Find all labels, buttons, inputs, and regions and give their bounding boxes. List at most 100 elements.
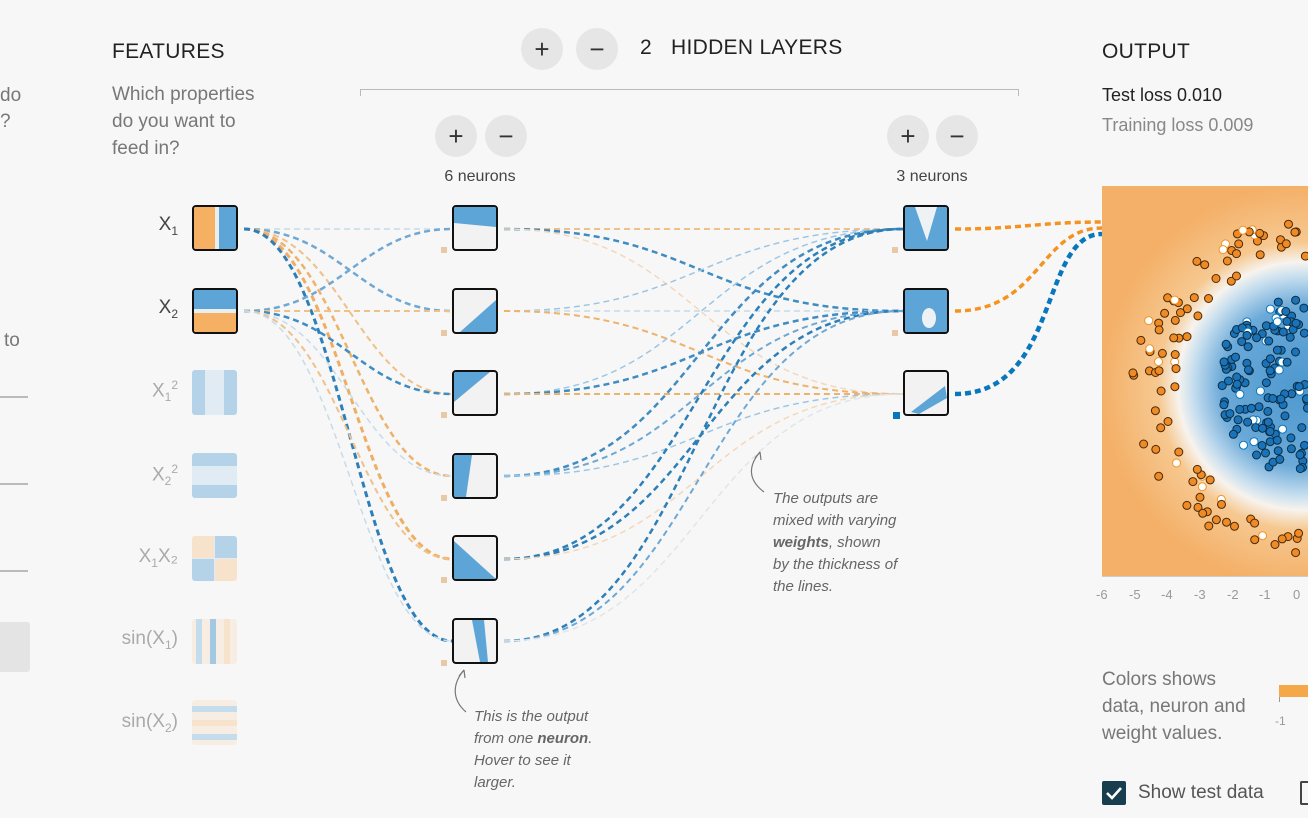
data-point xyxy=(1249,437,1259,447)
bias-l2-1[interactable] xyxy=(892,247,898,253)
neuron-l1-3[interactable] xyxy=(452,370,498,416)
neuron-l2-1[interactable] xyxy=(903,205,949,251)
feature-sinx2-sub: 2 xyxy=(164,720,172,735)
feature-node-x1x2[interactable] xyxy=(192,536,237,581)
feature-sinx2-prefix: sin( xyxy=(121,711,153,732)
output-data-points xyxy=(1128,219,1308,558)
data-point xyxy=(1232,372,1242,382)
data-point xyxy=(1211,515,1221,525)
remove-neuron-layer2-button[interactable]: − xyxy=(936,115,978,157)
add-neuron-layer2-button[interactable]: + xyxy=(887,115,929,157)
link-x1-n5[interactable] xyxy=(243,227,453,561)
left-slider-track-1[interactable] xyxy=(0,396,28,398)
feature-sinx2-base: X xyxy=(152,711,165,732)
link-n3-m1[interactable] xyxy=(503,228,904,395)
neuron-l1-5[interactable] xyxy=(452,535,498,581)
feature-node-x2[interactable] xyxy=(192,288,238,334)
link-m1-out[interactable] xyxy=(954,220,1103,231)
link-n6-m3[interactable] xyxy=(503,393,904,642)
neuron-l1-2[interactable] xyxy=(452,288,498,334)
data-point xyxy=(1295,450,1305,460)
neuron-note-line-2: from one neuron. xyxy=(474,728,592,750)
x-tick-7: 0 xyxy=(1293,587,1301,602)
link-n5-m3[interactable] xyxy=(503,393,904,560)
bias-l1-6[interactable] xyxy=(441,660,447,666)
link-n1-m3[interactable] xyxy=(503,228,904,395)
left-slider-track-3[interactable] xyxy=(0,570,28,572)
link-x2-n4[interactable] xyxy=(243,310,453,477)
neuron-l2-2[interactable] xyxy=(903,288,949,334)
colors-note-line-2: data, neuron and xyxy=(1102,696,1246,717)
link-n6-m2[interactable] xyxy=(503,310,904,642)
feature-node-sin-x2[interactable] xyxy=(192,700,237,745)
neuron-l1-6[interactable] xyxy=(452,618,498,664)
data-point xyxy=(1197,482,1207,492)
feature-x1-base: X xyxy=(158,214,172,235)
data-point xyxy=(1222,517,1231,527)
add-layer-button[interactable]: + xyxy=(521,28,563,70)
show-test-data-label[interactable]: Show test data xyxy=(1138,782,1264,803)
data-point xyxy=(1145,344,1155,354)
link-x1-n6[interactable] xyxy=(243,227,453,643)
bias-l1-2[interactable] xyxy=(441,330,447,336)
data-point xyxy=(1275,454,1285,464)
left-panel-fragment-3: to xyxy=(4,330,20,351)
link-x2-n6[interactable] xyxy=(243,310,453,642)
output-heatmap[interactable] xyxy=(1102,186,1308,576)
link-x2-n3[interactable] xyxy=(243,309,453,396)
link-x2-n5[interactable] xyxy=(243,310,453,560)
data-point xyxy=(1255,228,1265,238)
bias-l1-4[interactable] xyxy=(441,495,447,501)
feature-sinx1-base: X xyxy=(152,628,165,649)
feature-node-sin-x1[interactable] xyxy=(192,619,237,664)
features-title: FEATURES xyxy=(112,40,225,63)
data-point xyxy=(1282,357,1292,367)
bias-l1-5[interactable] xyxy=(441,577,447,583)
data-point xyxy=(1263,417,1273,427)
link-x1-n3[interactable] xyxy=(243,228,453,395)
data-point xyxy=(1154,325,1164,335)
feature-node-x1[interactable] xyxy=(192,205,238,251)
discretize-checkbox[interactable] xyxy=(1300,781,1308,805)
test-loss: Test loss 0.010 xyxy=(1102,85,1223,105)
link-n4-m2[interactable] xyxy=(503,310,904,477)
left-panel-button[interactable] xyxy=(0,622,30,672)
link-n4-m1[interactable] xyxy=(503,227,904,478)
data-point xyxy=(1255,250,1265,260)
neuron-l1-1[interactable] xyxy=(452,205,498,251)
feature-node-x1-squared[interactable] xyxy=(192,370,237,415)
link-n2-m1[interactable] xyxy=(503,228,904,312)
add-neuron-layer1-button[interactable]: + xyxy=(435,115,477,157)
link-n5-m1[interactable] xyxy=(503,227,904,561)
neuron-note-line-1: This is the output xyxy=(474,708,589,725)
weights-note: The outputs are mixed with varying weigh… xyxy=(773,488,897,598)
neuron-l1-4[interactable] xyxy=(452,453,498,499)
divider-left-tick xyxy=(360,89,361,96)
show-test-data-checkbox[interactable] xyxy=(1102,781,1126,805)
link-n3-m2[interactable] xyxy=(503,309,904,396)
bias-l1-1[interactable] xyxy=(441,247,447,253)
left-slider-track-2[interactable] xyxy=(0,483,28,485)
bias-l2-2[interactable] xyxy=(892,330,898,336)
link-x2-n1[interactable] xyxy=(243,227,453,313)
feature-node-x2-squared[interactable] xyxy=(192,453,237,498)
layer2-neuron-count: 3 neurons xyxy=(896,168,968,185)
bias-l2-3[interactable] xyxy=(893,412,900,419)
remove-layer-button[interactable]: − xyxy=(576,28,618,70)
remove-neuron-layer1-button[interactable]: − xyxy=(485,115,527,157)
link-m3-out[interactable] xyxy=(954,231,1103,397)
data-point xyxy=(1176,308,1185,318)
data-point xyxy=(1261,448,1270,458)
link-n4-m3[interactable] xyxy=(503,393,904,477)
link-n6-m1[interactable] xyxy=(503,227,904,643)
link-m2-out[interactable] xyxy=(954,226,1103,313)
features-question-line-1: Which properties xyxy=(112,84,255,105)
hidden-layers-count: 2 xyxy=(640,36,652,59)
data-point xyxy=(1303,403,1308,413)
data-point xyxy=(1217,499,1226,509)
neuron-l2-3[interactable] xyxy=(903,370,949,416)
feature-label-sin-x1: sin(X1) xyxy=(108,628,178,652)
data-point xyxy=(1193,502,1203,512)
bias-l1-3[interactable] xyxy=(441,412,447,418)
